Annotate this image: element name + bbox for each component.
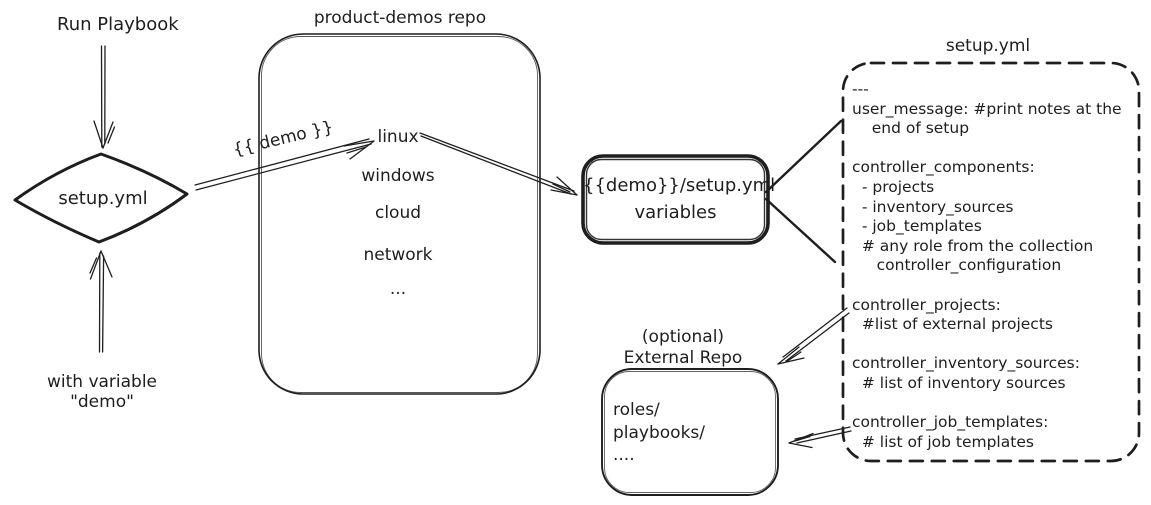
diamond-label: setup.yml bbox=[58, 188, 148, 209]
line-variables-to-setup-top bbox=[764, 119, 843, 194]
diamond-shape bbox=[13, 152, 189, 244]
arrow-projects-to-external bbox=[777, 307, 850, 365]
repo-title: product-demos repo bbox=[313, 8, 487, 28]
external-repo-title: (optional) External Repo bbox=[603, 327, 763, 368]
repo-item-windows: windows bbox=[361, 166, 435, 186]
variables-box-line1: {{demo}}/setup.yml bbox=[583, 175, 776, 196]
arrow-run-playbook bbox=[93, 45, 116, 149]
with-variable-label: with variable "demo" bbox=[28, 372, 176, 412]
external-repo-box bbox=[601, 368, 779, 496]
setup-yml-box bbox=[841, 61, 1141, 463]
external-repo-title-line1: (optional) bbox=[641, 327, 725, 347]
external-repo-content: roles/ playbooks/ .... bbox=[613, 400, 706, 465]
repo-item-linux: linux bbox=[377, 127, 419, 147]
repo-item-network: network bbox=[363, 245, 433, 265]
run-playbook-label: Run Playbook bbox=[57, 14, 179, 35]
setup-yml-title: setup.yml bbox=[945, 36, 1031, 56]
with-variable-line2: "demo" bbox=[70, 392, 134, 413]
repo-item-cloud: cloud bbox=[374, 203, 422, 223]
with-variable-line1: with variable bbox=[46, 372, 158, 392]
repo-item-ellipsis: ... bbox=[389, 279, 407, 299]
variables-box-line2: variables bbox=[634, 202, 717, 223]
line-variables-to-setup-bottom bbox=[764, 197, 837, 264]
external-repo-title-line2: External Repo bbox=[623, 347, 743, 368]
arrow-templates-to-external bbox=[788, 426, 852, 449]
repo-box bbox=[258, 33, 541, 395]
arrow-demo bbox=[194, 138, 375, 191]
variables-box-label: {{demo}}/setup.yml variables bbox=[583, 172, 776, 226]
arrow-linux-to-variables bbox=[419, 132, 578, 196]
setup-yml-content: --- user_message: #print notes at the en… bbox=[852, 80, 1122, 451]
arrow-with-variable bbox=[89, 250, 113, 353]
